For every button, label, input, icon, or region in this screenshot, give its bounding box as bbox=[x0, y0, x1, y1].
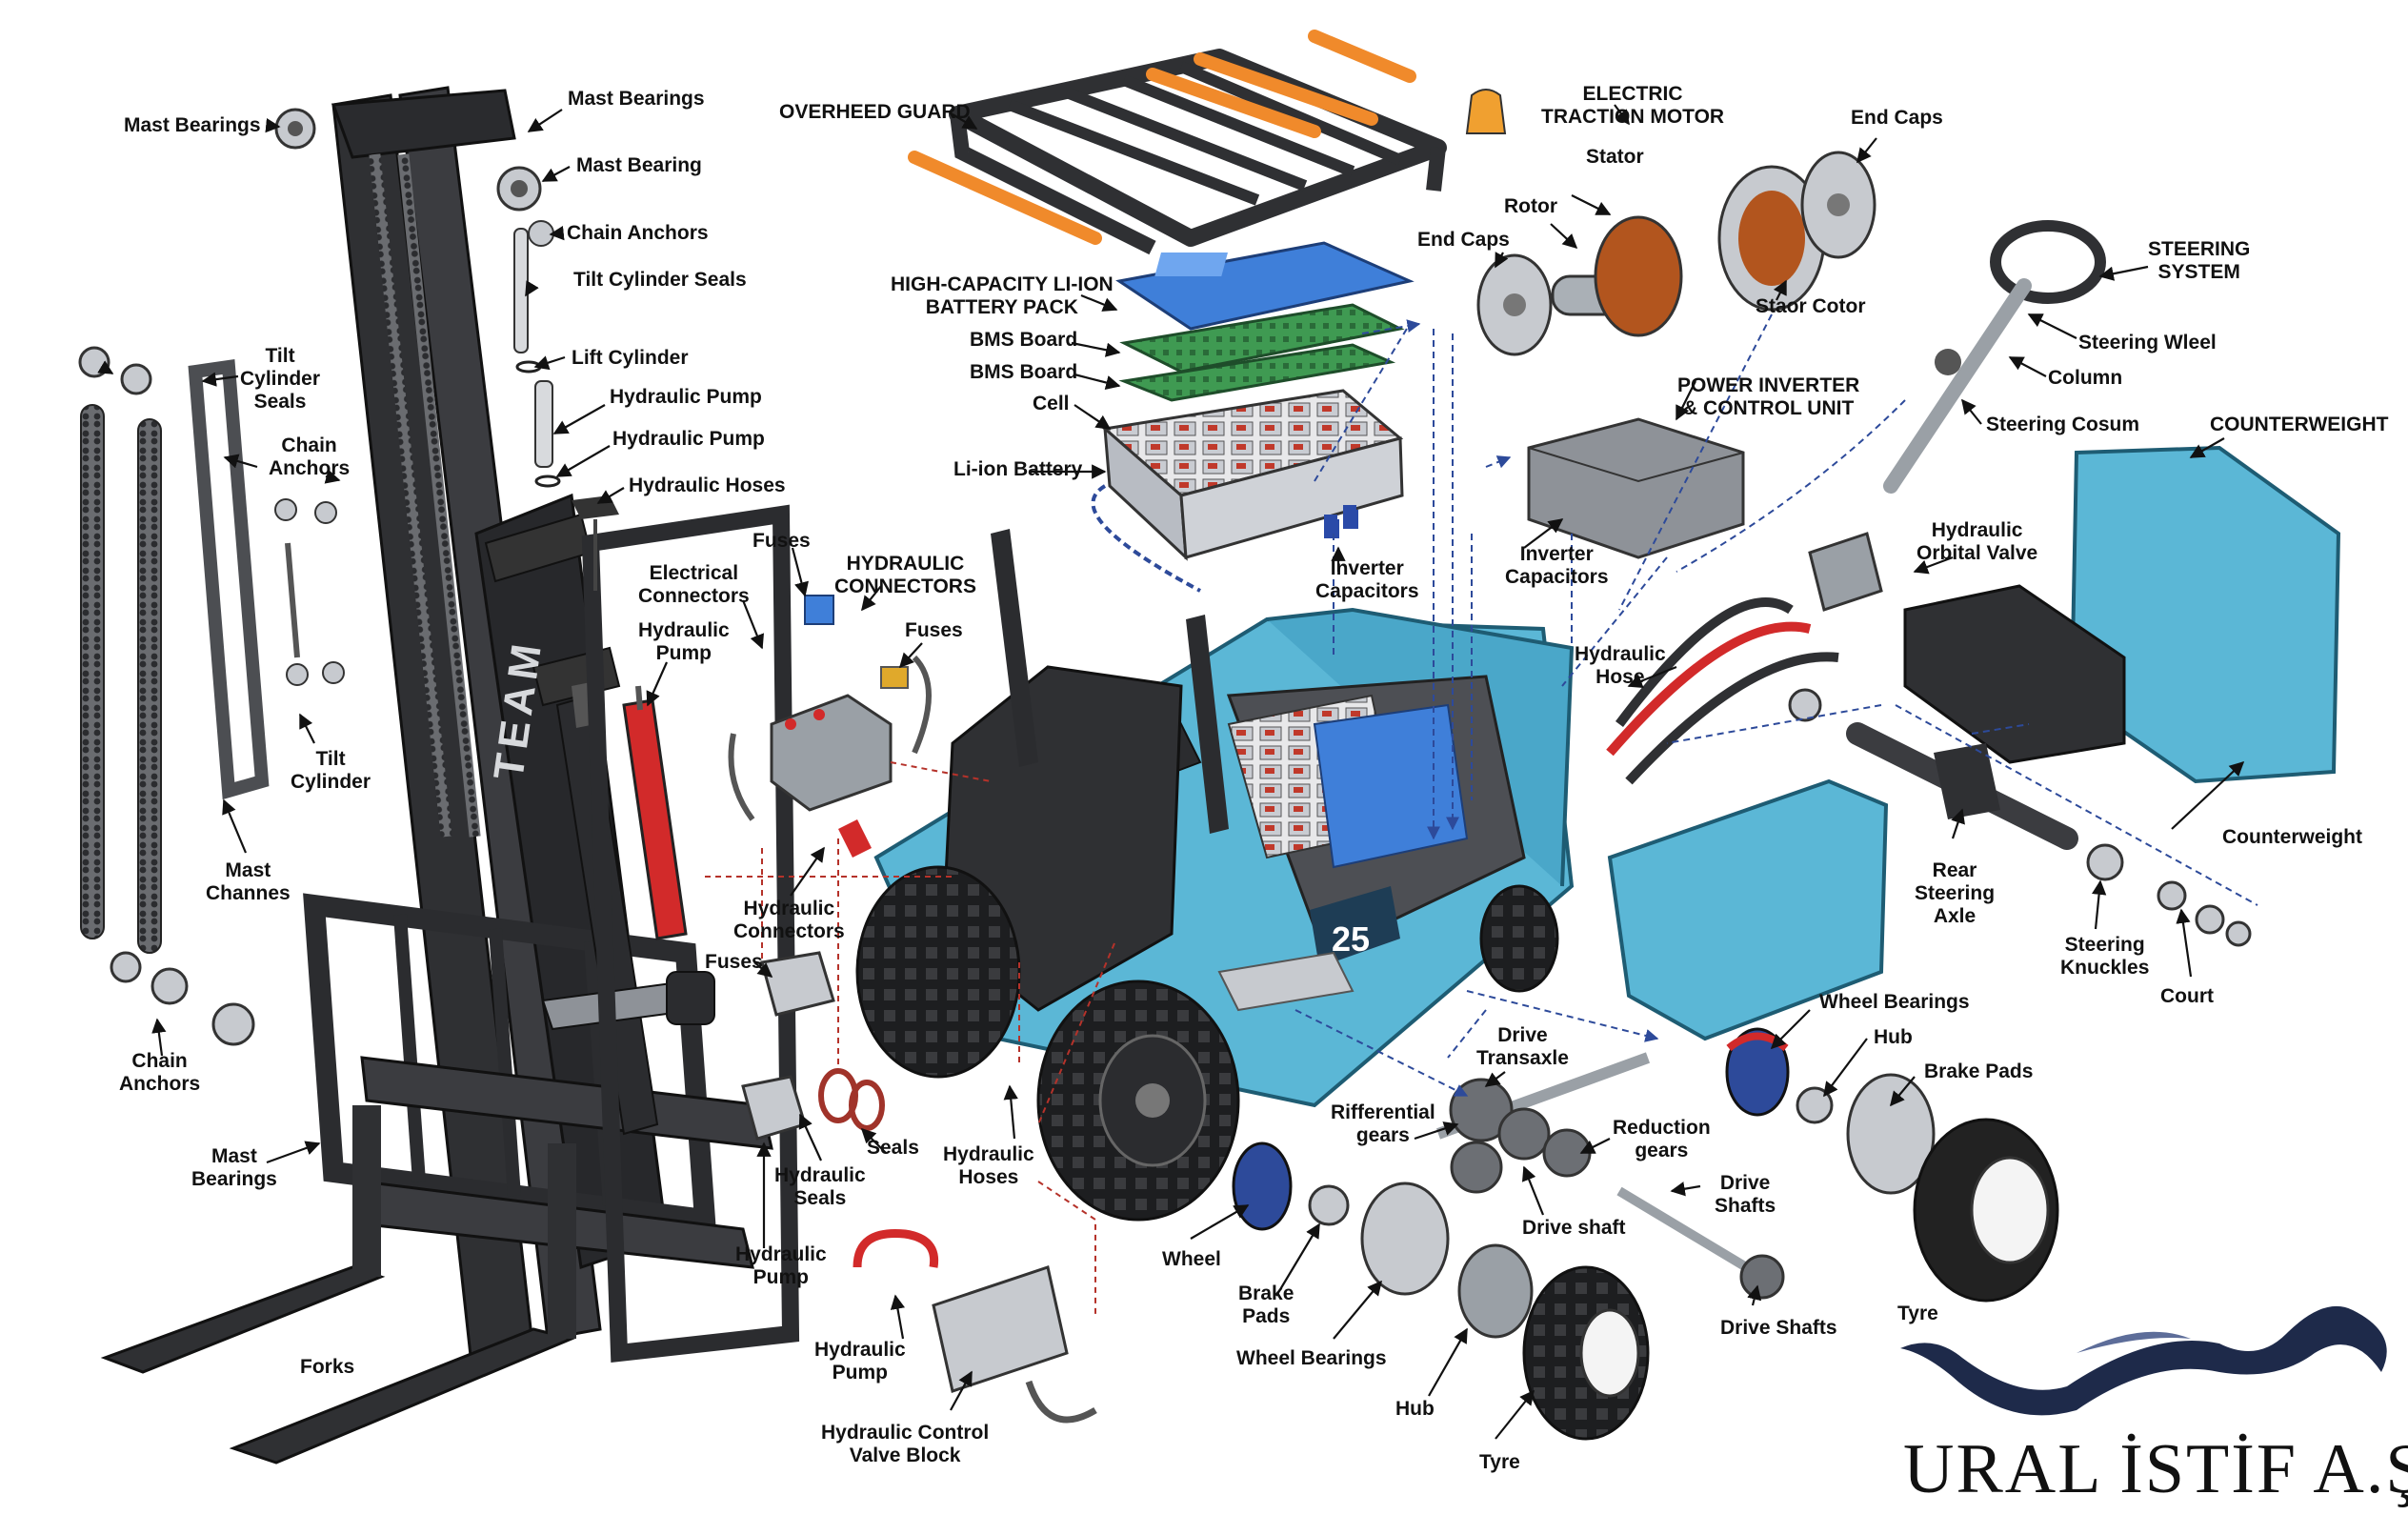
label-end-caps-right: End Caps bbox=[1851, 107, 1943, 129]
label-hydraulic-seals: Hydraulic Seals bbox=[774, 1164, 866, 1209]
label-mast-bearings-top: Mast Bearings bbox=[568, 88, 705, 110]
label-wheel: Wheel bbox=[1162, 1248, 1221, 1270]
label-court: Court bbox=[2160, 985, 2214, 1007]
label-mast-bearing: Mast Bearing bbox=[576, 154, 702, 176]
label-electric-traction-motor: ELECTRIC TRACTION MOTOR bbox=[1541, 83, 1725, 128]
label-tyre-bottom: Tyre bbox=[1479, 1451, 1520, 1473]
connector-lines bbox=[1294, 313, 2258, 1097]
label-electrical-connectors: Electrical Connectors bbox=[638, 562, 750, 607]
label-brake-pads-left: Brake Pads bbox=[1238, 1283, 1294, 1327]
label-wheel-bearings-right: Wheel Bearings bbox=[1819, 991, 1970, 1013]
label-overhead-guard: OVERHEED GUARD bbox=[779, 101, 971, 123]
label-lift-cylinder: Lift Cylinder bbox=[572, 347, 689, 369]
battery-pack bbox=[1091, 241, 1415, 593]
label-staor-cotor: Staor Cotor bbox=[1756, 295, 1866, 317]
label-hub-right: Hub bbox=[1874, 1026, 1913, 1048]
label-steering-system: STEERING SYSTEM bbox=[2148, 238, 2251, 283]
label-bms-board-1: BMS Board bbox=[970, 329, 1078, 351]
traction-motor bbox=[1476, 151, 1876, 356]
hydraulic-parts bbox=[728, 595, 1097, 1424]
label-end-caps-left: End Caps bbox=[1417, 229, 1510, 251]
label-drive-shafts-2: Drive Shafts bbox=[1720, 1317, 1837, 1339]
label-inverter-capacitors-1: Inverter Capacitors bbox=[1315, 557, 1419, 602]
leader-arrows bbox=[97, 104, 2245, 1440]
label-power-inverter: POWER INVERTER & CONTROL UNIT bbox=[1677, 374, 1860, 419]
steering-system bbox=[1606, 220, 2106, 785]
label-counterweight-caps: COUNTERWEIGHT bbox=[2210, 414, 2389, 435]
label-column: Column bbox=[2048, 367, 2123, 389]
label-fuses-mid: Fuses bbox=[905, 619, 963, 641]
company-logo-mountains bbox=[1900, 1305, 2387, 1416]
drive-train bbox=[1232, 1027, 2059, 1441]
overhead-guard bbox=[908, 30, 1507, 255]
label-hydraulic-hoses-low: Hydraulic Hoses bbox=[943, 1143, 1034, 1188]
label-reduction-gears: Reduction gears bbox=[1613, 1117, 1711, 1162]
label-bms-board-2: BMS Board bbox=[970, 361, 1078, 383]
label-steering-wleel: Steering Wleel bbox=[2078, 332, 2217, 354]
label-seals: Seals bbox=[867, 1137, 919, 1159]
label-tilt-cylinder-seals-right: Tilt Cylinder Seals bbox=[573, 269, 747, 291]
label-hydraulic-hose: Hydraulic Hose bbox=[1575, 643, 1666, 688]
label-cell: Cell bbox=[1033, 393, 1070, 414]
label-inverter-capacitors-2: Inverter Capacitors bbox=[1505, 543, 1609, 588]
counterweight bbox=[1607, 445, 2341, 1041]
label-fuses-low: Fuses bbox=[705, 951, 763, 973]
label-tilt-cylinder-seals-left: Tilt Cylinder Seals bbox=[240, 345, 321, 413]
label-rear-steering-axle: Rear Steering Axle bbox=[1915, 859, 1996, 927]
red-lift-cylinder bbox=[622, 685, 688, 940]
label-tyre-right: Tyre bbox=[1897, 1303, 1938, 1324]
label-hydraulic-pump-low: Hydraulic Pump bbox=[735, 1243, 827, 1288]
label-drive-transaxle: Drive Transaxle bbox=[1476, 1024, 1569, 1069]
forklift-body bbox=[873, 529, 1575, 1108]
label-counterweight: Counterweight bbox=[2222, 826, 2362, 848]
label-brake-pads-right: Brake Pads bbox=[1924, 1060, 2034, 1082]
red-connector-lines bbox=[705, 761, 1115, 1315]
label-hydraulic-connectors-mid: Hydraulic Connectors bbox=[733, 898, 845, 942]
label-steering-cosum: Steering Cosum bbox=[1986, 414, 2140, 435]
mast-assembly bbox=[100, 86, 800, 1464]
truck-wheels bbox=[855, 865, 1559, 1222]
label-rotor: Rotor bbox=[1504, 195, 1557, 217]
label-drive-shaft: Drive shaft bbox=[1522, 1217, 1626, 1239]
label-hydraulic-pump-1: Hydraulic Pump bbox=[610, 386, 762, 408]
label-mast-channes: Mast Channes bbox=[206, 859, 291, 904]
label-hydraulic-hoses-top: Hydraulic Hoses bbox=[629, 475, 786, 496]
label-stator: Stator bbox=[1586, 146, 1644, 168]
label-drive-shafts-1: Drive Shafts bbox=[1715, 1172, 1776, 1217]
truck-number: 25 bbox=[1332, 919, 1370, 959]
label-hydraulic-pump-2: Hydraulic Pump bbox=[612, 428, 765, 450]
label-hydraulic-pump-mid: Hydraulic Pump bbox=[638, 619, 730, 664]
power-inverter bbox=[1324, 417, 1745, 559]
label-rifferential-gears: Rifferential gears bbox=[1331, 1101, 1435, 1146]
label-tilt-cylinder: Tilt Cylinder bbox=[291, 748, 371, 793]
rear-axle bbox=[1788, 688, 2252, 947]
label-chain-anchors-mid: Chain Anchors bbox=[269, 434, 351, 479]
company-name: URAL İSTİF A.Ş. bbox=[1903, 1430, 2408, 1508]
label-chain-anchors-bottom: Chain Anchors bbox=[119, 1050, 201, 1095]
label-wheel-bearings-bottom: Wheel Bearings bbox=[1236, 1347, 1387, 1369]
label-hydraulic-pump-bottom: Hydraulic Pump bbox=[814, 1339, 906, 1384]
label-hydraulic-control-valve: Hydraulic Control Valve Block bbox=[821, 1422, 990, 1466]
label-battery-pack: HIGH-CAPACITY LI-ION BATTERY PACK bbox=[891, 273, 1114, 318]
label-hydraulic-connectors-top: HYDRAULIC CONNECTORS bbox=[834, 553, 976, 597]
label-mast-bearings-left: Mast Bearings bbox=[124, 114, 261, 136]
label-li-ion-battery: Li-ion Battery bbox=[953, 458, 1083, 480]
mast-loose-parts bbox=[78, 108, 619, 1046]
label-fuses-top: Fuses bbox=[752, 530, 811, 552]
label-chain-anchors-top: Chain Anchors bbox=[567, 222, 709, 244]
label-hydraulic-orbital-valve: Hydraulic Orbital Valve bbox=[1916, 519, 2038, 564]
label-forks: Forks bbox=[300, 1356, 355, 1378]
label-mast-bearings-bottom: Mast Bearings bbox=[191, 1145, 277, 1190]
label-hub-bottom: Hub bbox=[1395, 1398, 1435, 1420]
label-steering-knuckles: Steering Knuckles bbox=[2060, 934, 2150, 979]
